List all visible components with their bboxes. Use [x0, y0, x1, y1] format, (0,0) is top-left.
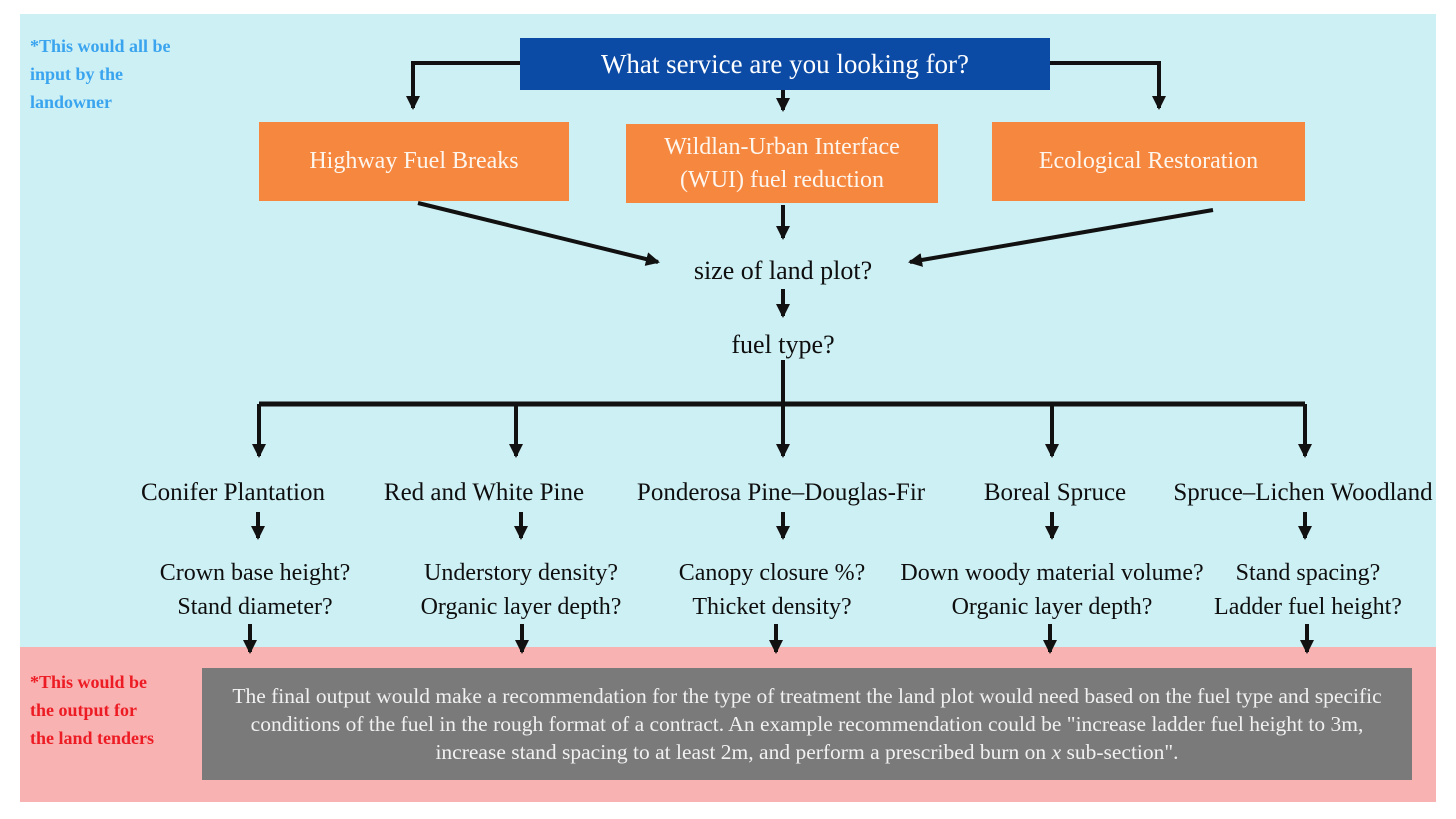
fuel-type-ponderosa-pine-douglas-fir: Ponderosa Pine–Douglas-Fir — [636, 479, 926, 506]
service-label: Ecological Restoration — [1038, 148, 1259, 174]
final-output-text-after: sub-section". — [1061, 740, 1179, 764]
fuel-question: Understory density? — [424, 560, 618, 586]
fuel-question: Stand spacing? — [1235, 560, 1381, 586]
boreal-spruce-questions: Down woody material volume? Organic laye… — [900, 556, 1203, 624]
final-output-text: The final output would make a recommenda… — [214, 682, 1400, 766]
input-note: *This would all be input by the landowne… — [30, 32, 171, 116]
fuel-question: Down woody material volume? — [900, 560, 1204, 586]
ponderosa-pine-douglas-fir-questions: Canopy closure %? Thicket density? — [679, 556, 866, 624]
service-box-ecological-restoration: Ecological Restoration — [992, 122, 1305, 201]
root-question-label: What service are you looking for? — [600, 48, 970, 79]
service-box-highway-fuel-breaks: Highway Fuel Breaks — [259, 122, 569, 201]
fuel-question: Thicket density? — [692, 594, 852, 620]
root-question-box: What service are you looking for? — [520, 38, 1050, 90]
input-note-line: *This would all be — [30, 36, 171, 56]
arrow-highway-to-size — [417, 201, 660, 266]
fuel-type-boreal-spruce: Boreal Spruce — [983, 479, 1127, 506]
landowner-input-panel — [20, 14, 1436, 647]
arrow-root-to-highway — [406, 61, 520, 110]
fuel-question: Crown base height? — [159, 560, 351, 586]
output-note-line: the land tenders — [30, 728, 155, 748]
final-output-text-before: The final output would make a recommenda… — [232, 684, 1382, 764]
output-note: *This would be the output for the land t… — [30, 668, 154, 752]
arrow-root-to-ecological — [1050, 61, 1166, 110]
fuel-question: Canopy closure %? — [678, 560, 866, 586]
final-output-italic-variable: x — [1051, 740, 1062, 764]
red-and-white-pine-questions: Understory density? Organic layer depth? — [421, 556, 622, 624]
output-note-line: the output for — [30, 700, 137, 720]
fuel-question: Organic layer depth? — [951, 594, 1153, 620]
spruce-lichen-woodland-questions: Stand spacing? Ladder fuel height? — [1214, 556, 1402, 624]
conifer-plantation-questions: Crown base height? Stand diameter? — [160, 556, 351, 624]
fuel-type-question: fuel type? — [731, 330, 835, 359]
arrow-ecological-to-size — [908, 208, 1214, 267]
fuel-question: Ladder fuel height? — [1214, 594, 1402, 620]
service-box-wui-fuel-reduction: Wildlan-Urban Interface (WUI) fuel reduc… — [626, 124, 938, 203]
service-label: Wildlan-Urban Interface (WUI) fuel reduc… — [664, 133, 900, 193]
fuel-type-red-and-white-pine: Red and White Pine — [383, 479, 585, 506]
final-output-box: The final output would make a recommenda… — [202, 668, 1412, 780]
input-note-line: input by the — [30, 64, 124, 84]
fuel-question: Organic layer depth? — [420, 594, 622, 620]
service-label: Highway Fuel Breaks — [309, 148, 519, 174]
fuel-question: Stand diameter? — [177, 594, 333, 620]
fuel-type-conifer-plantation: Conifer Plantation — [141, 479, 325, 506]
size-of-land-plot-question: size of land plot? — [693, 256, 873, 285]
output-note-line: *This would be — [30, 672, 148, 692]
fuel-type-spruce-lichen-woodland: Spruce–Lichen Woodland — [1173, 479, 1433, 506]
input-note-line: landowner — [30, 92, 113, 112]
